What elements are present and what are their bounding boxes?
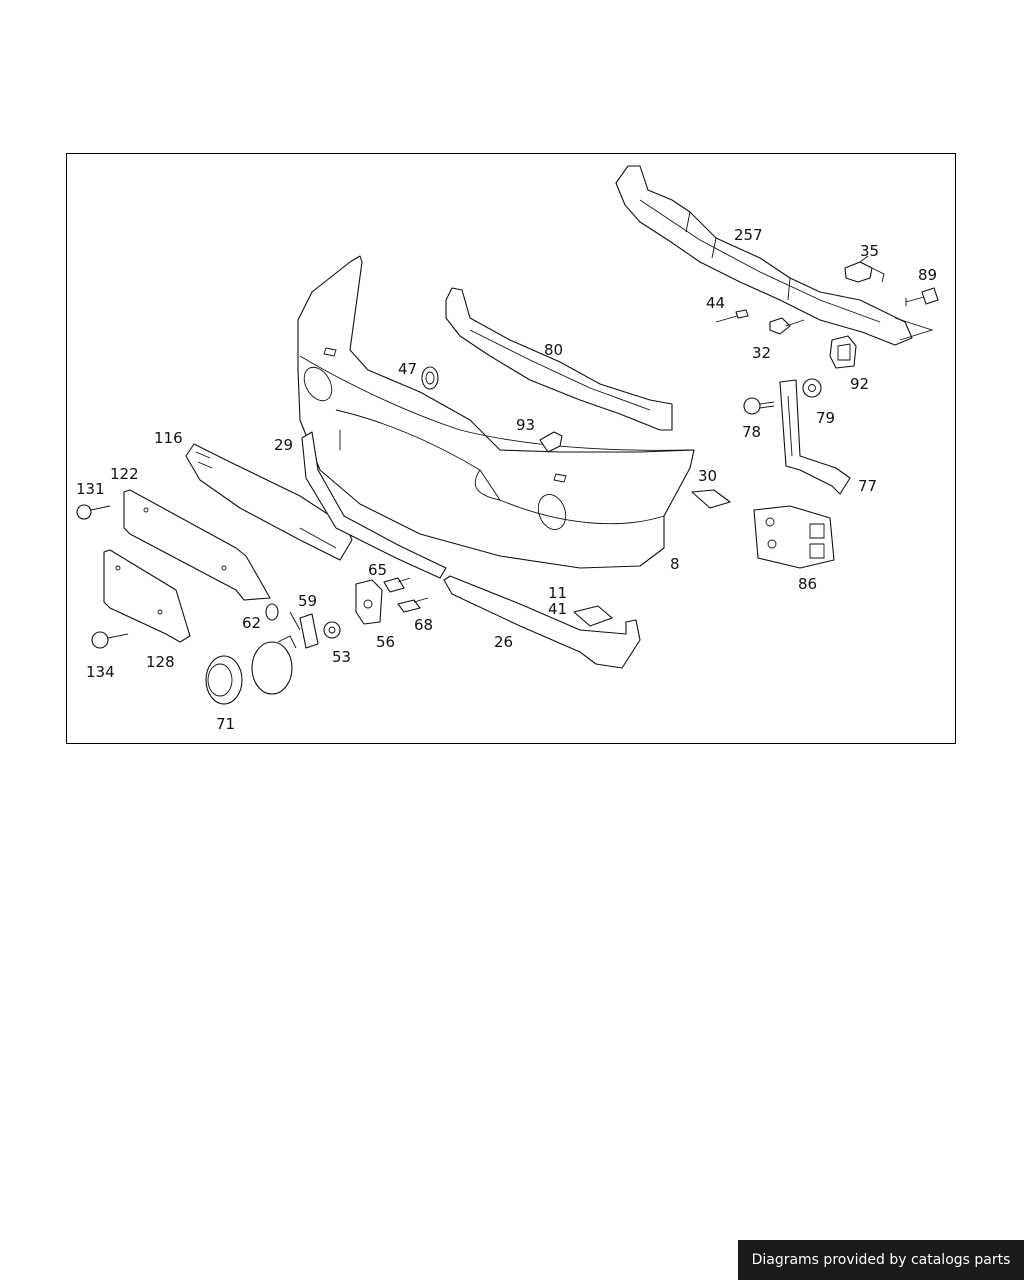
callout-label: 41 [548,600,567,618]
callout-label: 47 [398,360,417,378]
part-53-nut[interactable] [323,621,341,639]
part-128-plate[interactable] [103,549,191,643]
credit-banner: Diagrams provided by catalogs parts [738,1240,1024,1280]
callout-label: 65 [368,561,387,579]
part-8-bumper-cover[interactable] [297,255,695,569]
callout-label: 128 [146,653,175,671]
callout-label: 11 [548,584,567,602]
part-62-grommet[interactable] [265,603,279,621]
part-80-absorber[interactable] [445,287,673,431]
callout-label: 53 [332,648,351,666]
callout-label: 35 [860,242,879,260]
callout-label: 44 [706,294,725,312]
callout-label: 32 [752,344,771,362]
part-93-cap[interactable] [539,431,563,453]
callout-label: 122 [110,465,139,483]
callout-label: 93 [516,416,535,434]
part-78-bolt[interactable] [743,397,775,415]
callout-label: 77 [858,477,877,495]
part-79-nut[interactable] [802,378,822,398]
part-26-spoiler[interactable] [443,575,641,669]
callout-label: 78 [742,423,761,441]
callout-label: 29 [274,436,293,454]
callout-label: 71 [216,715,235,733]
part-86-block[interactable] [753,505,835,569]
callout-label: 86 [798,575,817,593]
part-89-bolt[interactable] [905,287,939,306]
credit-text: Diagrams provided by catalogs parts [751,1252,1011,1268]
part-92-bracket[interactable] [829,335,857,369]
callout-label: 134 [86,663,115,681]
part-122-plate-holder[interactable] [123,489,271,601]
callout-label: 80 [544,341,563,359]
part-30-clip[interactable] [691,489,731,509]
callout-label: 30 [698,467,717,485]
part-68-bolt[interactable] [397,597,429,613]
part-257-impact-beam[interactable] [615,165,934,346]
diagram-frame [66,153,956,744]
part-29-strip[interactable] [301,431,447,579]
part-131-screw[interactable] [76,504,111,520]
callout-label: 26 [494,633,513,651]
part-47-grommet[interactable] [421,366,439,390]
part-56-bracket[interactable] [355,579,383,625]
callout-label: 131 [76,480,105,498]
part-71-fog-lamps[interactable] [205,635,297,705]
callout-labels: 257 35 89 44 32 92 80 47 93 78 79 77 30 … [76,226,937,733]
callout-label: 257 [734,226,763,244]
part-11-41-clip[interactable] [573,605,613,627]
callout-label: 79 [816,409,835,427]
part-44-pin[interactable] [715,309,749,323]
part-32-screw[interactable] [769,317,805,335]
callout-label: 8 [670,555,680,573]
callout-label: 116 [154,429,183,447]
callout-label: 92 [850,375,869,393]
bumper-exploded-diagram: 257 35 89 44 32 92 80 47 93 78 79 77 30 … [76,165,939,733]
callout-label: 68 [414,616,433,634]
part-59-bracket[interactable] [289,611,319,649]
callout-label: 89 [918,266,937,284]
part-134-screw[interactable] [91,631,129,649]
part-77-bracket[interactable] [779,379,851,495]
callout-label: 56 [376,633,395,651]
part-65-bolt[interactable] [383,577,411,593]
part-35-clip[interactable] [844,255,885,283]
callout-label: 59 [298,592,317,610]
part-116-grille[interactable] [185,443,353,561]
callout-label: 62 [242,614,261,632]
